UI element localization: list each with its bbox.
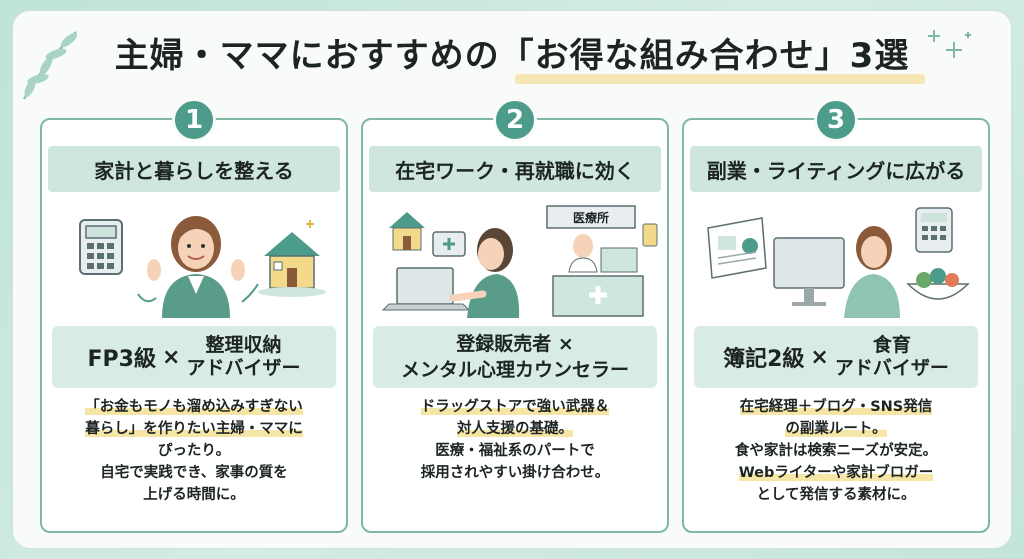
card-number-3: 3 — [814, 98, 858, 142]
combo-b-line2: アドバイザー — [834, 357, 949, 379]
desc-line: の副業ルート。 — [785, 421, 887, 437]
leaf-icon — [22, 31, 78, 100]
card-number-2: 2 — [493, 98, 537, 142]
calculator-icon — [915, 207, 953, 253]
sparkle-icon — [306, 220, 314, 228]
medicine-bottle-icon — [642, 223, 658, 247]
card-illustration — [707, 207, 970, 318]
desc-line: として発信する素材に。 — [756, 487, 916, 503]
combo-b-line1: 整理収納 — [205, 334, 282, 356]
card-description: 在宅経理＋ブログ・SNS発信 の副業ルート。 食や家計は検索ニーズが安定。 We… — [696, 396, 976, 506]
card-description: ドラッグストアで強い武器＆ 対人支援の基礎。 医療・福祉系のパートで 採用されや… — [375, 396, 655, 484]
desc-line: 上げる時間に。 — [143, 487, 245, 503]
desc-line: 医療・福祉系のパートで — [435, 443, 595, 459]
calculator-icon — [79, 219, 123, 275]
woman-icon — [147, 216, 245, 318]
desc-line: 「お金もモノも溜め込みすぎない — [85, 399, 303, 415]
combo-card-1: 家計と暮らしを整える — [40, 118, 348, 533]
combo-x: × — [810, 344, 829, 370]
salad-icon — [906, 268, 970, 300]
card-heading: 在宅ワーク・再就職に効く — [369, 146, 661, 192]
combo-a: FP3級 — [87, 347, 156, 372]
desc-line: 採用されやすい掛け合わせ。 — [420, 465, 610, 481]
card-illustration: 医療所 — [381, 205, 658, 318]
sparkle-icon — [928, 30, 971, 58]
monitor-icon — [773, 237, 845, 306]
arrow-icon — [241, 283, 259, 303]
house-icon — [258, 232, 326, 297]
combo-b-line1: 食育 — [872, 334, 911, 356]
medkit-icon — [432, 231, 466, 257]
laptop-icon — [381, 267, 471, 311]
combo-box: 簿記2級 × 食育 アドバイザー — [694, 326, 978, 388]
card-illustration — [79, 216, 326, 318]
desc-line: 暮らし」を作りたい主婦・ママに — [85, 421, 303, 437]
combo-card-3: 副業・ライティングに広がる — [682, 118, 990, 533]
svg-text:医療所: 医療所 — [573, 210, 609, 225]
combo-box: FP3級 × 整理収納 アドバイザー — [52, 326, 336, 388]
woman-icon — [844, 226, 900, 318]
combo-line2: メンタル心理カウンセラー — [400, 359, 629, 381]
desc-line: 自宅で実践でき、家事の質を — [100, 465, 288, 481]
desc-line: 食や家計は検索ニーズが安定。 — [734, 443, 938, 459]
combo-b: 食育 アドバイザー — [835, 334, 949, 380]
desc-line: ぴったり。 — [157, 443, 231, 459]
clinic-icon: 医療所 — [546, 205, 644, 317]
desc-line: 対人支援の基礎。 — [457, 421, 573, 437]
house-icon — [389, 212, 425, 251]
woman-icon — [449, 228, 520, 318]
combo-box: 登録販売者 × メンタル心理カウンセラー — [373, 326, 657, 388]
card-heading: 副業・ライティングに広がる — [690, 146, 982, 192]
title-highlight — [515, 74, 925, 84]
desc-line: Webライターや家計ブロガー — [738, 465, 934, 481]
document-icon — [707, 217, 767, 279]
combo-line1: 登録販売者 × — [456, 333, 574, 355]
arrow-icon — [137, 293, 157, 303]
combo-a: 簿記2級 — [723, 347, 805, 372]
combo-x: × — [162, 344, 181, 370]
card-description: 「お金もモノも溜め込みすぎない 暮らし」を作りたい主婦・ママに ぴったり。 自宅… — [54, 396, 334, 506]
desc-line: ドラッグストアで強い武器＆ — [420, 399, 610, 415]
card-number-1: 1 — [172, 98, 216, 142]
combo-b: 整理収納 アドバイザー — [186, 334, 300, 380]
card-heading: 家計と暮らしを整える — [48, 146, 340, 192]
combo-card-2: 在宅ワーク・再就職に効く 医療所 — [361, 118, 669, 533]
page-title: 主婦・ママにおすすめの「お得な組み合わせ」3選 — [114, 36, 910, 76]
desc-line: 在宅経理＋ブログ・SNS発信 — [739, 399, 933, 415]
combo-b-line2: アドバイザー — [186, 357, 301, 379]
